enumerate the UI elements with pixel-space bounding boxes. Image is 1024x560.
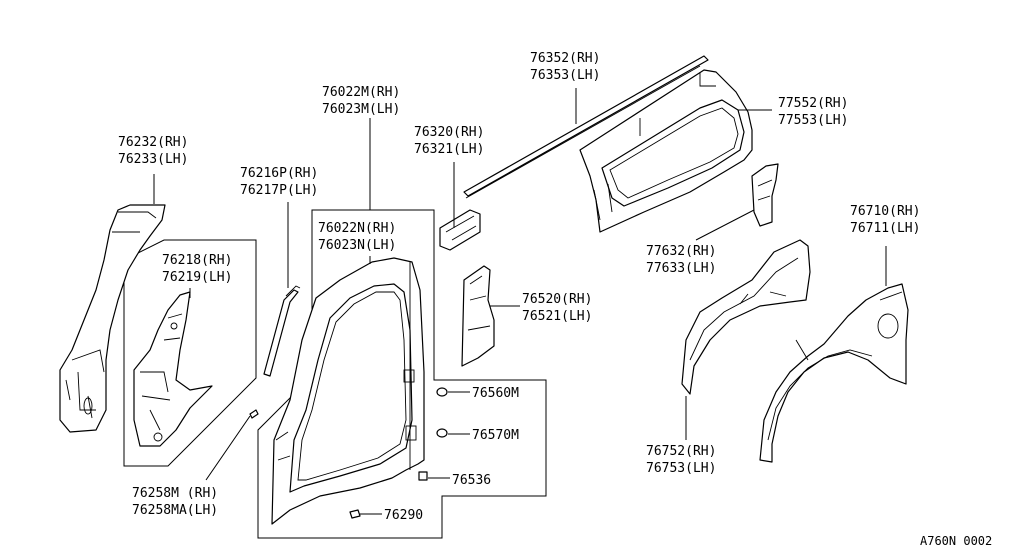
clip-76290 [349,509,361,519]
label-76217p: 76217P(LH) [240,183,318,198]
label-76353: 76353(LH) [530,68,600,83]
label-76022n: 76022N(RH) [318,221,396,236]
part-rear-fender-76710 [759,283,909,463]
part-wheel-house-76752 [681,239,811,395]
label-76536: 76536 [452,473,491,488]
label-76290: 76290 [384,508,423,523]
label-76710: 76710(RH) [850,204,920,219]
label-76352: 76352(RH) [530,51,600,66]
label-76753: 76753(LH) [646,461,716,476]
part-body-side-outer-76022n [271,257,425,525]
part-roof-rail-76352 [463,55,709,199]
part-strip-76216p [263,285,301,377]
part-pillar-brace-77632 [751,163,779,227]
label-76219: 76219(LH) [162,270,232,285]
label-76023m: 76023M(LH) [322,102,400,117]
label-76023n: 76023N(LH) [318,238,396,253]
part-inner-pillar-76218 [133,291,213,447]
part-rear-quarter-panel-77552 [579,69,753,233]
label-76216p: 76216P(RH) [240,166,318,181]
clip-76258m [249,409,259,419]
fastener-76570m [436,428,448,438]
label-76218: 76218(RH) [162,253,232,268]
clip-76536 [418,471,428,481]
part-number-labels: 76352(RH) 76353(LH) 77552(RH) 77553(LH) … [118,51,992,548]
label-77632: 77632(RH) [646,244,716,259]
fastener-76560m [436,387,448,397]
part-front-pillar-76232 [59,204,166,433]
label-76022m: 76022M(RH) [322,85,400,100]
leader-lines [153,88,887,515]
diagram-code: A760N 0002 [920,534,992,548]
label-76321: 76321(LH) [414,142,484,157]
label-76711: 76711(LH) [850,221,920,236]
label-76521: 76521(LH) [522,309,592,324]
label-76570m: 76570M [472,428,519,443]
label-77633: 77633(LH) [646,261,716,276]
part-bracket-76320 [439,209,481,251]
part-pillar-reinforcement-76520 [461,265,495,367]
label-76258ma: 76258MA(LH) [132,503,218,518]
label-76258m: 76258M (RH) [132,486,218,501]
label-76232: 76232(RH) [118,135,188,150]
label-76560m: 76560M [472,386,519,401]
label-76233: 76233(LH) [118,152,188,167]
label-77553: 77553(LH) [778,113,848,128]
label-77552: 77552(RH) [778,96,848,111]
label-76320: 76320(RH) [414,125,484,140]
label-76752: 76752(RH) [646,444,716,459]
label-76520: 76520(RH) [522,292,592,307]
